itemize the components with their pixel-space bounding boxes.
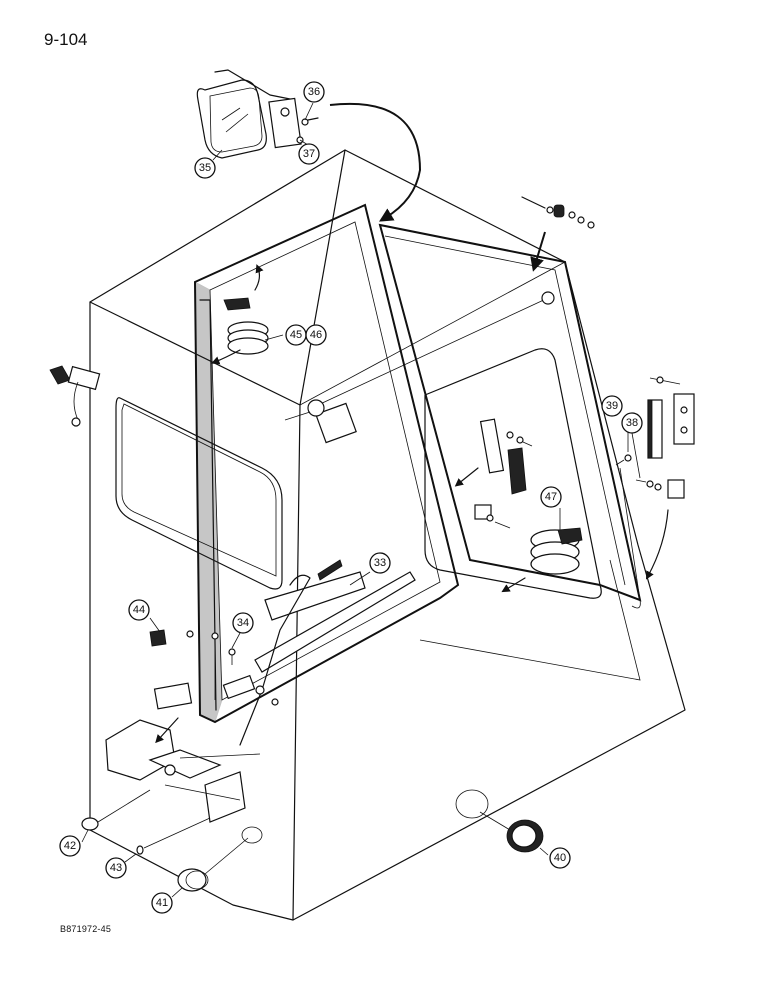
side-window: [115, 397, 283, 590]
hinge-arrow: [645, 509, 669, 580]
plug-41: [177, 826, 263, 892]
callout-47: 47: [540, 486, 562, 508]
svg-text:37: 37: [303, 148, 315, 160]
callout-40: 40: [549, 847, 571, 869]
svg-text:44: 44: [133, 604, 145, 616]
rod-end-fitting: [541, 291, 555, 305]
page-number: 9-104: [44, 30, 88, 49]
cab-body: [89, 149, 686, 921]
svg-text:35: 35: [199, 162, 211, 174]
callout-36: 36: [303, 81, 325, 103]
grommet-43: [136, 817, 211, 855]
callout-45: 45: [285, 324, 307, 346]
svg-text:47: 47: [545, 491, 557, 503]
latch-box-arrow: [155, 717, 179, 744]
callout-43: 43: [105, 857, 127, 879]
callout-35: 35: [194, 157, 216, 179]
bolt-install-arrow: [530, 231, 546, 272]
mirror-install-arrow: [329, 102, 422, 222]
svg-text:40: 40: [554, 852, 566, 864]
callout-46: 46: [305, 324, 327, 346]
callout-39: 39: [601, 395, 623, 417]
latch-arrow: [454, 467, 479, 487]
glass-seal-47: [530, 527, 583, 575]
callout-42: 42: [59, 835, 81, 857]
work-light: [49, 365, 101, 427]
plug-44: [149, 629, 194, 647]
screw-34: [228, 648, 236, 665]
latch-lower: [211, 632, 279, 706]
mirror-assembly: [196, 69, 319, 159]
seal47-arrow: [501, 577, 526, 593]
grommet-42: [81, 789, 151, 831]
svg-text:39: 39: [606, 400, 618, 412]
seal-arrow-up: [254, 264, 264, 291]
svg-text:46: 46: [310, 329, 322, 341]
support-rod: [317, 297, 549, 406]
latch-box: [105, 682, 261, 823]
callout-33: 33: [369, 552, 391, 574]
gas-strut: [619, 467, 641, 609]
seal-arrow-down: [211, 349, 241, 365]
rear-latch: [474, 418, 533, 529]
svg-text:42: 42: [64, 840, 76, 852]
callout-34: 34: [232, 612, 254, 634]
right-hinge: [615, 376, 695, 499]
plug-40: [455, 789, 544, 853]
svg-text:36: 36: [308, 86, 320, 98]
door-frame: [193, 203, 460, 724]
svg-text:43: 43: [110, 862, 122, 874]
leader-lines: [81, 102, 641, 898]
hinge-bolt-set: [521, 196, 595, 229]
drawing-code: B871972-45: [60, 924, 112, 934]
svg-text:45: 45: [290, 329, 302, 341]
door-seal-45-46: [223, 297, 269, 355]
latch-rail-33: [239, 559, 416, 746]
svg-text:38: 38: [626, 417, 638, 429]
svg-text:34: 34: [237, 617, 249, 629]
callout-38: 38: [621, 412, 643, 434]
callout-44: 44: [128, 599, 150, 621]
svg-text:41: 41: [156, 897, 168, 909]
rod-bracket: [284, 399, 357, 444]
callout-37: 37: [298, 143, 320, 165]
rear-glass: [378, 223, 642, 681]
callout-41: 41: [151, 892, 173, 914]
svg-text:33: 33: [374, 557, 386, 569]
